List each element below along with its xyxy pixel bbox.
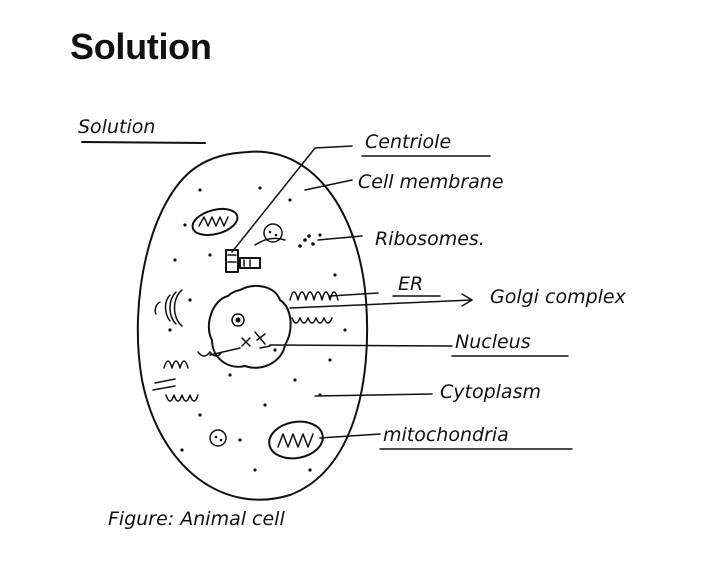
label-cytoplasm: Cytoplasm <box>440 381 541 403</box>
label-centriole: Centriole <box>365 131 451 153</box>
vesicles <box>209 223 283 447</box>
centriole <box>225 249 261 273</box>
mitochondrion-top <box>191 207 239 237</box>
cell-outline <box>136 150 369 501</box>
page-title: Solution <box>70 26 212 67</box>
ribosome-cluster <box>298 234 315 248</box>
handwritten-heading: Solution <box>78 116 155 138</box>
mitochondrion-bottom <box>268 420 324 460</box>
handwritten-heading-underline <box>81 141 206 144</box>
figure-caption: Figure: Animal cell <box>108 508 285 530</box>
pointer-lines <box>209 145 473 439</box>
label-ribosomes: Ribosomes. <box>375 228 485 250</box>
label-golgi: Golgi complex <box>490 286 627 308</box>
label-mitochondria: mitochondria <box>383 424 509 446</box>
endoplasmic-reticulum <box>163 291 339 402</box>
label-er: ER <box>398 273 423 295</box>
nucleus <box>207 284 292 369</box>
golgi-body-left <box>152 289 183 391</box>
label-cell-membrane: Cell membrane <box>358 171 504 193</box>
label-nucleus: Nucleus <box>455 331 531 353</box>
